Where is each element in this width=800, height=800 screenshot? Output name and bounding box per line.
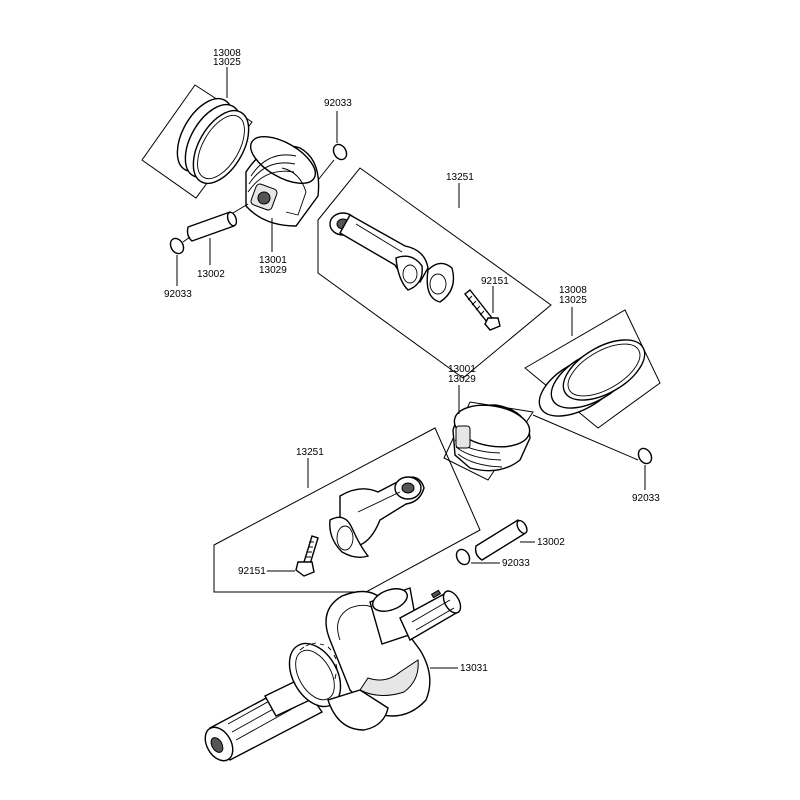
top-connecting-rod bbox=[329, 212, 455, 303]
top-rings-label-1: 13008 bbox=[213, 48, 241, 59]
top-circlip-right-label: 92033 bbox=[324, 98, 352, 109]
top-piston-label-2: 13029 bbox=[259, 265, 287, 276]
top-piston bbox=[245, 136, 320, 227]
bottom-rings-label-1: 13008 bbox=[559, 285, 587, 296]
top-piston-rings bbox=[141, 84, 253, 199]
top-circlip-left bbox=[169, 237, 185, 255]
bottom-circlip-right-label: 92033 bbox=[632, 493, 660, 504]
top-rod-bolt bbox=[464, 289, 501, 331]
top-circlip-right bbox=[332, 143, 348, 161]
bottom-rod-bolt-label: 92151 bbox=[238, 566, 266, 577]
top-rod-set-label: 13251 bbox=[446, 172, 474, 183]
bottom-circlip-right bbox=[637, 447, 653, 465]
bottom-piston bbox=[443, 401, 534, 481]
bottom-connecting-rod bbox=[329, 476, 425, 559]
bottom-rod-set-label: 13251 bbox=[296, 447, 324, 458]
bottom-rod-bolt bbox=[295, 535, 319, 577]
bottom-pin-label: 13002 bbox=[537, 537, 565, 548]
crankshaft-label: 13031 bbox=[460, 663, 488, 674]
bottom-piston-label-2: 13029 bbox=[448, 374, 476, 385]
bottom-rings-label-2: 13025 bbox=[559, 295, 587, 306]
bottom-piston-label-1: 13001 bbox=[448, 364, 476, 375]
top-circlip-left-label: 92033 bbox=[164, 289, 192, 300]
bottom-circlip-pin-label: 92033 bbox=[502, 558, 530, 569]
bottom-piston-pin bbox=[474, 519, 528, 561]
bottom-piston-rings bbox=[524, 309, 661, 429]
top-piston-pin bbox=[186, 211, 238, 242]
bottom-circlip-pin bbox=[455, 548, 471, 566]
top-piston-label-1: 13001 bbox=[259, 255, 287, 266]
top-rod-bolt-label: 92151 bbox=[481, 276, 509, 287]
crankshaft bbox=[204, 587, 462, 762]
top-pin-label: 13002 bbox=[197, 269, 225, 280]
top-rings-label-2: 13025 bbox=[213, 57, 241, 68]
